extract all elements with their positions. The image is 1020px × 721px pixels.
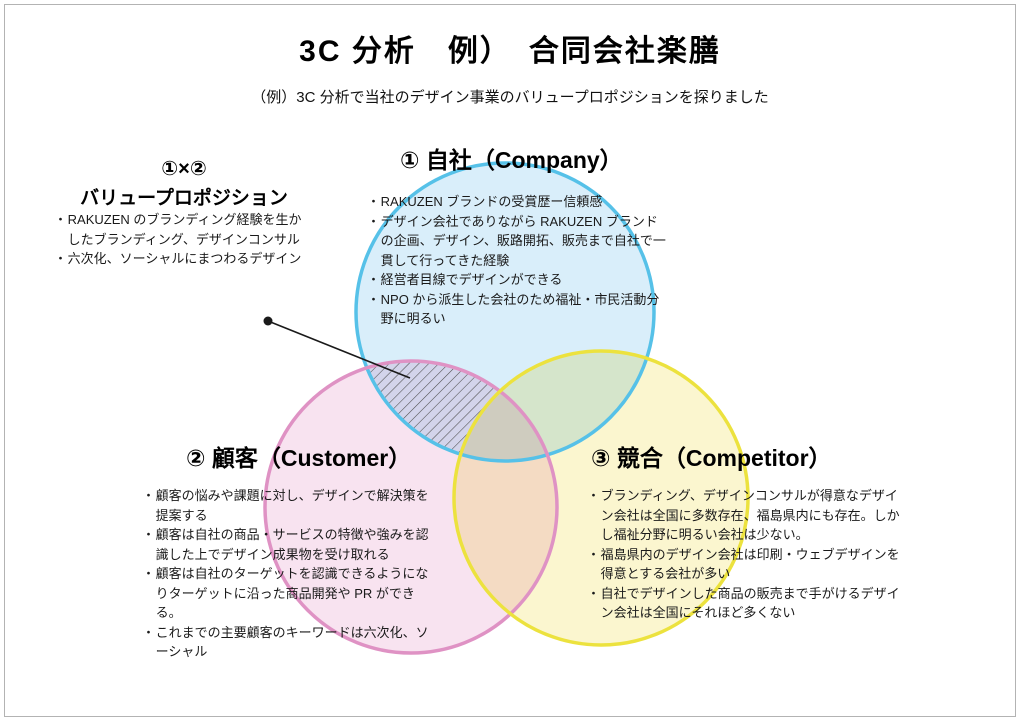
bullet-marker: ・ (142, 566, 156, 581)
bullet-marker: ・ (367, 213, 381, 229)
bullet-text: 自社でデザインした商品の販売まで手がけるデザイン会社は全国にそれほど多くない (600, 585, 900, 621)
bullet-marker: ・ (587, 546, 601, 562)
bullet-text: 顧客は自社の商品・サービスの特徴や強みを認識した上でデザイン成果物を受け取れる (155, 527, 429, 562)
bullet-text: 経営者目線でデザインができる (380, 272, 563, 287)
customer-bullet-list: ・顧客の悩みや課題に対し、デザインで解決策を提案する・顧客は自社の商品・サービス… (142, 486, 436, 662)
bullet-text: NPO から派生した会社のため福祉・市民活動分野に明るい (380, 291, 660, 327)
bullet-item: ・顧客は自社のターゲットを認識できるようになりターゲットに沿った商品開発や PR… (142, 564, 436, 623)
bullet-marker: ・ (142, 624, 156, 640)
bullet-item: ・これまでの主要顧客のキーワードは六次化、ソーシャル (142, 623, 436, 662)
customer-circle-outline (263, 359, 559, 655)
bullet-marker: ・ (367, 194, 381, 209)
page-title: 3C 分析 例） 合同会社楽膳 (299, 35, 721, 68)
venn-outlines (263, 161, 750, 655)
vp-bullet-list: ・RAKUZEN のブランディング経験を生かしたブランディング、デザインコンサル… (54, 210, 314, 269)
pointer-dot (263, 316, 273, 326)
bullet-item: ・自社でデザインした商品の販売まで手がけるデザイン会社は全国にそれほど多くない (587, 584, 901, 623)
bullet-text: RAKUZEN ブランドの受賞歴ー信頼感 (380, 194, 603, 209)
bullet-text: 顧客の悩みや課題に対し、デザインで解決策を提案する (155, 488, 429, 523)
bullet-item: ・デザイン会社でありながら RAKUZEN ブランドの企画、デザイン、販路開拓、… (367, 212, 667, 271)
bullet-text: 福島県内のデザイン会社は印刷・ウェブデザインを得意とする会社が多い (600, 546, 900, 582)
bullet-marker: ・ (367, 272, 381, 287)
company-heading: ① 自社（Company） (400, 147, 623, 173)
pointer-line (267, 320, 411, 379)
page-subtitle: （例）3C 分析で当社のデザイン事業のバリュープロポジションを探りました (251, 89, 769, 106)
bullet-item: ・ブランディング、デザインコンサルが得意なデザイン会社は全国に多数存在、福島県内… (587, 486, 901, 545)
bullet-marker: ・ (142, 488, 156, 503)
company-bullet-list: ・RAKUZEN ブランドの受賞歴ー信頼感・デザイン会社でありながら RAKUZ… (367, 192, 667, 329)
bullet-marker: ・ (587, 488, 601, 503)
bullet-marker: ・ (54, 212, 68, 227)
bullet-item: ・顧客は自社の商品・サービスの特徴や強みを認識した上でデザイン成果物を受け取れる (142, 525, 436, 564)
customer-heading: ② 顧客（Customer） (186, 445, 412, 471)
bullet-item: ・NPO から派生した会社のため福祉・市民活動分野に明るい (367, 290, 667, 329)
competitor-bullet-list: ・ブランディング、デザインコンサルが得意なデザイン会社は全国に多数存在、福島県内… (587, 486, 901, 623)
bullet-item: ・RAKUZEN ブランドの受賞歴ー信頼感 (367, 192, 667, 212)
competitor-heading: ③ 競合（Competitor） (591, 445, 832, 471)
bullet-item: ・六次化、ソーシャルにまつわるデザイン (54, 249, 314, 269)
bullet-marker: ・ (367, 291, 381, 307)
vp-combo-label: ①×② (161, 158, 207, 180)
bullet-text: RAKUZEN のブランディング経験を生かしたブランディング、デザインコンサル (67, 212, 302, 247)
competitor-circle-outline (452, 349, 750, 647)
vp-title: バリュープロポジション (80, 188, 288, 209)
bullet-marker: ・ (142, 527, 156, 542)
bullet-item: ・顧客の悩みや課題に対し、デザインで解決策を提案する (142, 486, 436, 525)
company-circle-outline (354, 161, 656, 463)
bullet-marker: ・ (54, 251, 68, 266)
value-proposition-block: ①×② バリュープロポジション ・RAKUZEN のブランディング経験を生かした… (54, 156, 314, 269)
bullet-item: ・福島県内のデザイン会社は印刷・ウェブデザインを得意とする会社が多い (587, 545, 901, 584)
bullet-item: ・経営者目線でデザインができる (367, 270, 667, 290)
bullet-text: 六次化、ソーシャルにまつわるデザイン (67, 251, 302, 266)
bullet-item: ・RAKUZEN のブランディング経験を生かしたブランディング、デザインコンサル (54, 210, 314, 249)
bullet-text: デザイン会社でありながら RAKUZEN ブランドの企画、デザイン、販路開拓、販… (380, 213, 666, 268)
bullet-text: 顧客は自社のターゲットを認識できるようになりターゲットに沿った商品開発や PR … (155, 566, 429, 620)
value-proposition-hatch-region (356, 163, 654, 461)
bullet-marker: ・ (587, 585, 601, 601)
bullet-text: ブランディング、デザインコンサルが得意なデザイン会社は全国に多数存在、福島県内に… (600, 488, 900, 542)
bullet-text: これまでの主要顧客のキーワードは六次化、ソーシャル (155, 624, 429, 660)
